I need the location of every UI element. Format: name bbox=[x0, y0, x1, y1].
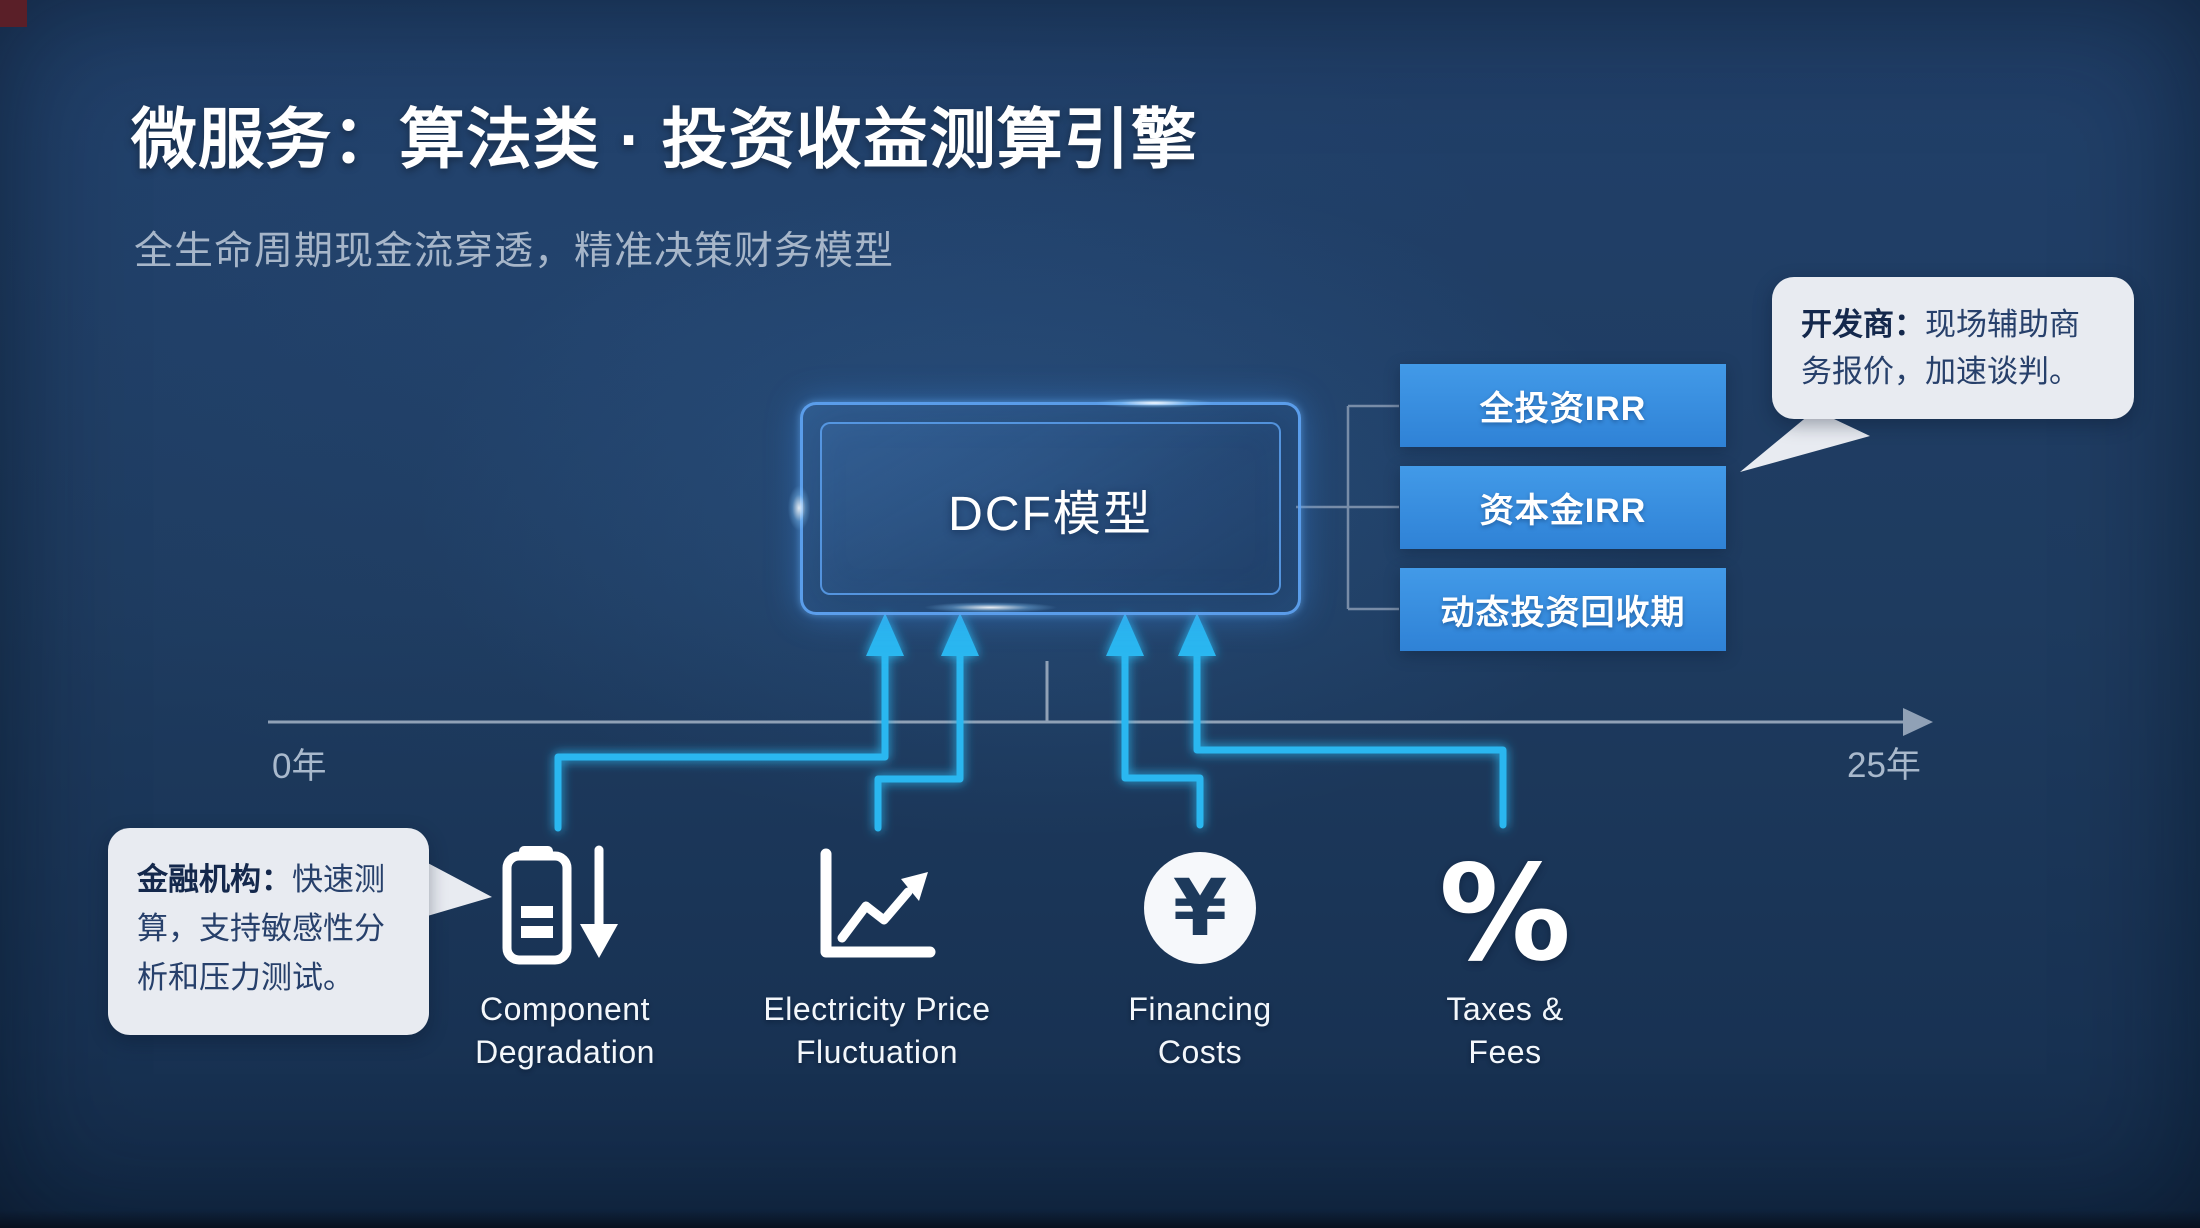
callout-line: 务报价，加速谈判。 bbox=[1801, 354, 2080, 389]
callout-text: 快速测 bbox=[292, 862, 385, 897]
developer-callout-tail bbox=[1740, 410, 1870, 472]
dcf-model-box: DCF模型 bbox=[800, 402, 1301, 615]
input-label-line: Fees bbox=[1468, 1034, 1542, 1070]
timeline-axis bbox=[268, 661, 1903, 724]
connector-taxes-fees bbox=[1193, 648, 1507, 829]
callout-line: 算，支持敏感性分 bbox=[137, 911, 385, 946]
up-arrow-icon bbox=[1178, 613, 1216, 656]
callout-text: 现场辅助商 bbox=[1925, 307, 2080, 342]
input-financing-costs: ¥ Financing Costs bbox=[1040, 840, 1360, 1074]
page-subtitle: 全生命周期现金流穿透，精准决策财务模型 bbox=[134, 230, 895, 273]
dcf-model-label: DCF模型 bbox=[948, 487, 1153, 541]
financial-callout: 金融机构：快速测 算，支持敏感性分 析和压力测试。 bbox=[108, 828, 429, 1035]
input-connectors bbox=[554, 648, 1507, 832]
callout-line: 金融机构：快速测 bbox=[137, 855, 400, 904]
callout-line: 开发商：现场辅助商 bbox=[1801, 301, 2105, 348]
connector-electricity-price bbox=[874, 648, 964, 832]
input-label-line: Financing bbox=[1128, 991, 1272, 1027]
output-label: 全投资IRR bbox=[1479, 390, 1647, 428]
financial-callout-tail bbox=[424, 861, 492, 917]
callout-speaker: 开发商： bbox=[1801, 307, 1925, 342]
connector-arrowheads bbox=[866, 613, 1216, 656]
page-title: 微服务：算法类 · 投资收益测算引擎 bbox=[131, 102, 1198, 176]
up-arrow-icon bbox=[941, 613, 979, 656]
timeline-end-label: 25年 bbox=[1847, 746, 1921, 785]
timeline-start-label: 0年 bbox=[272, 747, 327, 786]
dcf-model-inner-frame: DCF模型 bbox=[820, 422, 1281, 595]
input-label-line: Fluctuation bbox=[795, 1034, 959, 1070]
input-component-degradation: Component Degradation bbox=[405, 840, 725, 1074]
input-label-line: Component bbox=[480, 991, 650, 1027]
up-arrow-icon bbox=[866, 613, 904, 656]
up-arrow-icon bbox=[1106, 613, 1144, 656]
input-label-line: Taxes & bbox=[1446, 991, 1564, 1027]
percent-symbol: % bbox=[1438, 837, 1572, 991]
output-label: 动态投资回收期 bbox=[1440, 594, 1686, 632]
input-label-line: Electricity Price bbox=[763, 991, 991, 1027]
connector-component-degradation bbox=[554, 648, 889, 832]
output-bracket bbox=[1296, 404, 1399, 611]
bottom-vignette bbox=[0, 1210, 2200, 1228]
corner-accent bbox=[0, 0, 27, 27]
yen-coin-icon: ¥ bbox=[1040, 840, 1360, 966]
connector-financing-costs bbox=[1121, 648, 1204, 829]
callout-line: 析和压力测试。 bbox=[137, 960, 354, 995]
output-box-total-investment-irr: 全投资IRR bbox=[1400, 364, 1726, 447]
input-taxes-fees: % Taxes & Fees bbox=[1345, 840, 1665, 1074]
input-label-line: Costs bbox=[1157, 1034, 1243, 1070]
percent-icon: % bbox=[1345, 837, 1665, 991]
input-label-line: Degradation bbox=[475, 1034, 655, 1070]
input-electricity-price-fluctuation: Electricity Price Fluctuation bbox=[717, 840, 1037, 1074]
price-trend-chart-icon bbox=[717, 840, 1037, 966]
battery-degradation-icon bbox=[405, 840, 725, 966]
yen-symbol: ¥ bbox=[1173, 864, 1227, 954]
developer-callout: 开发商：现场辅助商 务报价，加速谈判。 bbox=[1772, 277, 2134, 419]
timeline-arrowhead-icon bbox=[1903, 708, 1933, 736]
callout-speaker: 金融机构： bbox=[137, 862, 292, 897]
output-box-equity-irr: 资本金IRR bbox=[1400, 466, 1726, 549]
output-label: 资本金IRR bbox=[1479, 492, 1647, 530]
output-box-dynamic-payback-period: 动态投资回收期 bbox=[1400, 568, 1726, 651]
